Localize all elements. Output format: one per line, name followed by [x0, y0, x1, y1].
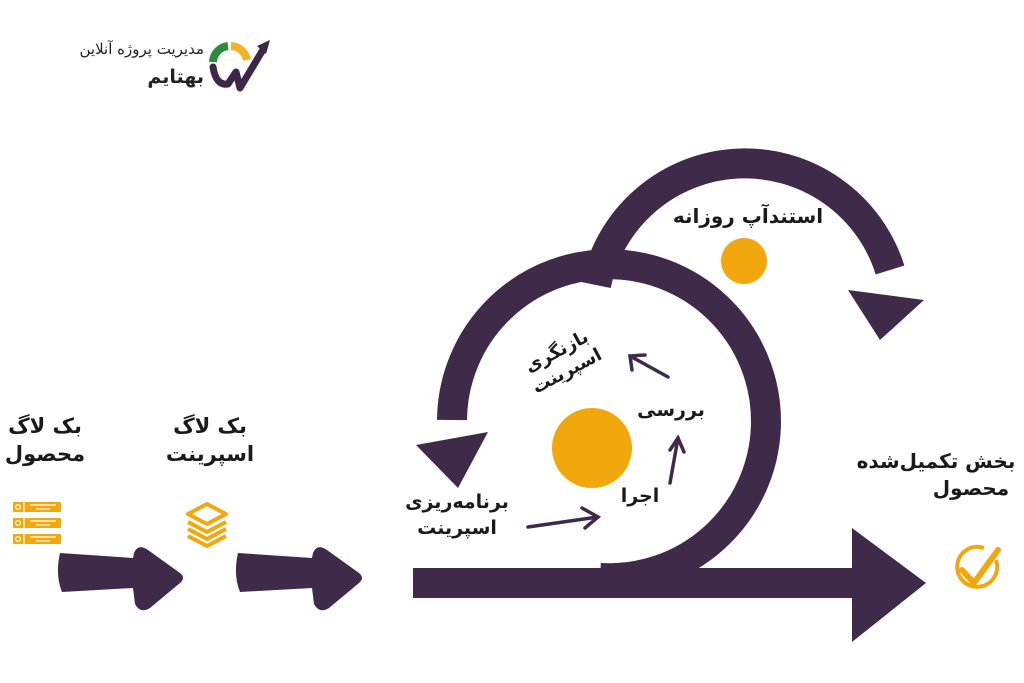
layers-icon [186, 502, 228, 548]
daily-standup-arc [581, 148, 905, 289]
increment-label: بخش تکمیل‌شده محصول [848, 448, 1024, 502]
execution-to-review-arrow [668, 434, 686, 485]
main-timeline-arrowhead [852, 528, 926, 642]
sprint-planning-label: برنامه‌ریزی اسپرینت [392, 490, 522, 541]
product-backlog-line2: محصول [4, 442, 86, 467]
sprint-backlog-line2: اسپرینت [165, 442, 255, 467]
increment-line1: بخش تکمیل‌شده [856, 449, 1016, 473]
sprint-backlog-line1: بک لاگ [173, 414, 247, 438]
brand-logo-icon [209, 40, 270, 92]
increment-line2: محصول [932, 476, 1010, 500]
product-backlog-label: بک لاگ محصول [0, 412, 90, 469]
brand-block: مدیریت پروژه آنلاین بهتایم [80, 40, 204, 88]
product-backlog-line1: بک لاگ [8, 414, 82, 438]
sprint-cycle-arc [437, 249, 781, 594]
sprint-center-dot [552, 408, 632, 488]
execution-label: اجرا [620, 485, 660, 507]
daily-standup-label: استندآپ روزانه [672, 204, 824, 228]
review-to-retrospective-arrow [628, 353, 670, 379]
sprint-cycle-arrowhead [416, 432, 488, 488]
sprint-to-planning-arrow [235, 547, 362, 611]
list-icon [13, 502, 61, 544]
review-label: بررسی [637, 399, 705, 421]
planning-to-execution-arrow [526, 506, 602, 530]
backlog-to-sprint-arrow [57, 547, 183, 611]
daily-standup-dot [721, 238, 767, 284]
brand-name: بهتایم [147, 66, 204, 88]
check-circle-icon [955, 544, 1001, 589]
sprint-planning-line1: برنامه‌ریزی [405, 491, 509, 513]
sprint-backlog-label: بک لاگ اسپرینت [160, 412, 260, 469]
main-timeline-bar [413, 568, 853, 598]
sprint-planning-line2: اسپرینت [417, 516, 497, 539]
daily-standup-arrowhead [848, 290, 924, 340]
brand-subtitle: مدیریت پروژه آنلاین [79, 40, 204, 58]
